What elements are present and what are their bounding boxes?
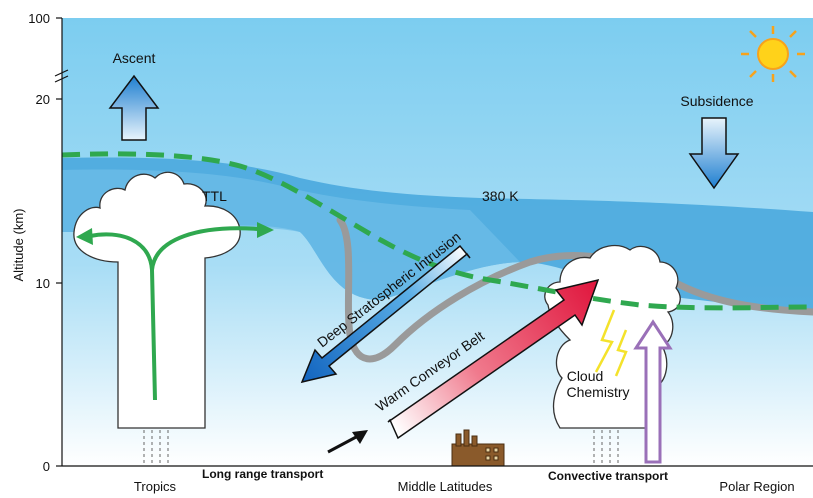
intrusion-arrow: [300, 244, 471, 384]
outflow-arrowhead-right: [257, 222, 274, 238]
label-chemistry: Chemistry: [566, 384, 629, 400]
tick-20: 20: [36, 92, 50, 107]
rain-streaks: [143, 430, 619, 466]
label-ttl: TTL: [202, 188, 227, 204]
region-middle-latitudes: Middle Latitudes: [398, 479, 493, 494]
region-polar: Polar Region: [719, 479, 794, 494]
label-long-range: Long range transport: [202, 467, 323, 481]
long-range-arrow: [327, 430, 368, 454]
y-axis-label: Altitude (km): [11, 209, 26, 282]
axis-break: [54, 69, 69, 83]
tropopause-fold-line: [336, 216, 813, 363]
factory-icon: [451, 429, 505, 467]
sun-icon: [741, 26, 805, 82]
lightning-icon: [594, 309, 628, 377]
region-tropics: Tropics: [134, 479, 177, 494]
tick-100: 100: [28, 11, 50, 26]
tick-0: 0: [43, 459, 50, 474]
label-cloud: Cloud: [567, 368, 604, 384]
tropopause-line: [61, 151, 813, 311]
label-isentrope: 380 K: [482, 188, 519, 204]
ascent-arrow: [108, 74, 160, 141]
conveyor-arrow: [387, 278, 600, 440]
convective-arrow: [633, 319, 673, 464]
label-subsidence: Subsidence: [680, 93, 753, 109]
y-axis: [56, 17, 813, 467]
outflow-arrowhead-left: [76, 228, 93, 245]
label-convective: Convective transport: [548, 469, 668, 483]
tropical-outflow: [89, 226, 259, 401]
tick-10: 10: [36, 276, 50, 291]
subsidence-arrow: [688, 117, 740, 190]
label-ascent: Ascent: [113, 50, 156, 66]
